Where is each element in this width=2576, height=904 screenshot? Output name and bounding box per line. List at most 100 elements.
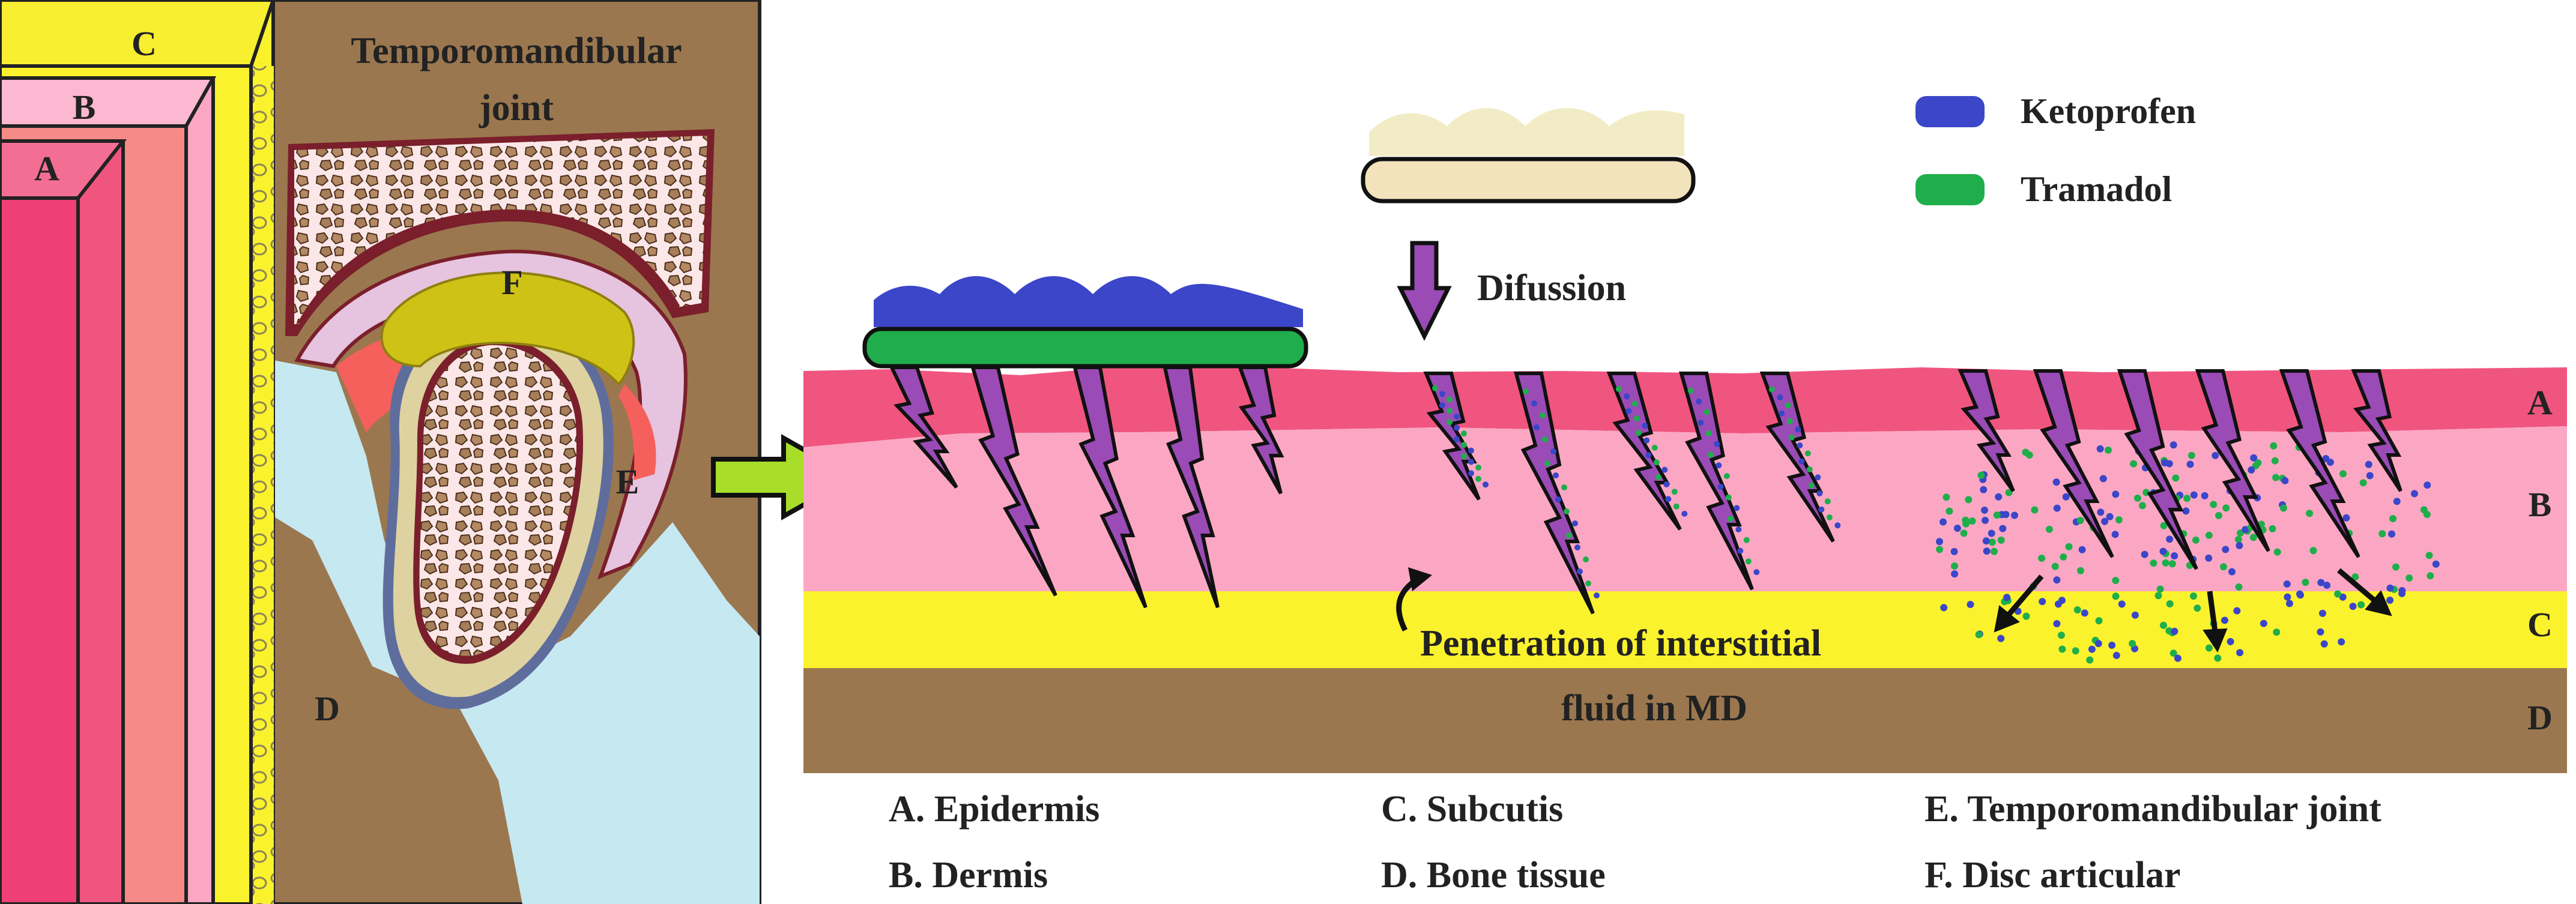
right-bone (803, 668, 2567, 773)
drug-particle (1940, 604, 1948, 612)
drug-particle (2053, 504, 2061, 512)
needle-particle (1475, 475, 1481, 482)
drug-particle (2269, 525, 2276, 532)
drug-particle (2326, 459, 2334, 466)
drug-particle (2112, 490, 2120, 498)
drug-particle (2130, 460, 2138, 468)
drug-particle (2062, 493, 2070, 501)
drug-particle (2194, 604, 2201, 612)
drug-particle (2283, 580, 2291, 588)
needle-particle (1653, 459, 1660, 466)
spread-arrow-3 (2337, 568, 2380, 606)
drug-particle (2272, 474, 2279, 481)
diffusion-arrow-shape (1397, 241, 1452, 341)
needle-particle (1797, 442, 1803, 448)
drug-particle (2228, 568, 2236, 576)
drug-particle (2235, 583, 2243, 591)
needle-particle (1483, 481, 1489, 488)
articular-disc (380, 271, 635, 386)
left-label-c: C (132, 24, 157, 63)
needle-particle (1594, 592, 1600, 598)
drug-particle (2160, 621, 2167, 629)
drug-particle (2222, 546, 2230, 553)
drug-particle (2002, 511, 2010, 519)
microneedle-6 (1514, 372, 1595, 615)
drug-particle (2190, 592, 2197, 600)
drug-particle (1936, 546, 1944, 553)
drug-particle (2171, 627, 2178, 635)
drug-particle (2099, 475, 2107, 483)
drug-particle (1988, 538, 1996, 546)
needle-particle (1834, 522, 1841, 529)
needle-particle (1523, 388, 1529, 394)
key: A. Epidermis B. Dermis C. Subcutis D. Bo… (889, 789, 2381, 896)
drug-particle (2011, 511, 2018, 519)
right-label-c: C (2527, 605, 2553, 644)
drug-particle (2388, 530, 2396, 538)
right-dermis (803, 426, 2567, 591)
drug-particle (2005, 489, 2013, 496)
needle-particle (1655, 474, 1661, 480)
needle-particle (1735, 526, 1742, 532)
needle-particle (1779, 410, 1785, 417)
needle-particle (1642, 423, 1648, 429)
drug-particle (2169, 441, 2177, 449)
drug-particle (2051, 562, 2059, 570)
drug-particle (2249, 534, 2257, 541)
microneedle-5 (1423, 372, 1481, 501)
drug-particle (2222, 504, 2230, 512)
drug-particle (2076, 567, 2084, 574)
needle-particle (1734, 505, 1740, 511)
left-label-title-1: Temporomandibular (351, 31, 682, 71)
layer-b-top-face (0, 76, 217, 128)
drug-particle (2366, 472, 2374, 480)
drug-particle (1988, 529, 1995, 537)
drug-particle (2221, 616, 2228, 624)
needle-particle (1804, 450, 1811, 457)
drug-particle (2386, 584, 2394, 592)
needle-particle (1705, 430, 1712, 436)
needle-particle (1725, 494, 1732, 501)
drug-particle (2420, 506, 2428, 514)
spread-arrow-1-head (1994, 605, 2020, 633)
left-label-a: A (34, 149, 59, 188)
needle-particle (1815, 474, 1821, 481)
patch-left (862, 276, 1308, 369)
needle-particle (1574, 544, 1580, 550)
key-item-b: B. Dermis (889, 855, 1048, 896)
needle-particle (1544, 460, 1550, 466)
drug-particle (2205, 644, 2213, 652)
needle-particle (1531, 400, 1537, 406)
legend-swatch-ketoprofen (1915, 96, 1985, 127)
drug-particle (2022, 612, 2030, 620)
drug-particle (1999, 525, 2007, 532)
needle-particle (1681, 510, 1688, 517)
patch-top-layer (1369, 108, 1684, 156)
needle-particle (1661, 466, 1668, 473)
drug-particle (2101, 517, 2109, 525)
drug-particle (2205, 531, 2213, 539)
drug-particle (2053, 576, 2061, 584)
drug-particle (2162, 559, 2169, 567)
drug-particle (1943, 493, 1950, 501)
needle-particle (1461, 442, 1467, 448)
drug-particle (2058, 597, 2066, 604)
spread-arrow-2-head (2203, 628, 2228, 653)
drug-particle (2112, 651, 2120, 659)
diffusion-label: Difussion (1477, 268, 1626, 309)
drug-particle (1940, 518, 1947, 526)
drug-particle (2174, 654, 2181, 662)
legend-label-tramadol: Tramadol (2021, 169, 2172, 209)
needle-particle (1534, 424, 1540, 430)
needle-particle (1439, 391, 1445, 397)
drug-particle (1951, 570, 1959, 578)
drug-particle (2115, 516, 2123, 523)
drug-particle (2038, 555, 2046, 562)
drug-particle (1968, 517, 1976, 525)
drug-particle (2112, 592, 2120, 600)
drug-particle (2166, 535, 2174, 543)
drug-particle (2349, 603, 2357, 610)
drug-particle (2252, 462, 2260, 469)
drug-particle (2405, 574, 2413, 582)
drug-particle (2426, 572, 2434, 580)
